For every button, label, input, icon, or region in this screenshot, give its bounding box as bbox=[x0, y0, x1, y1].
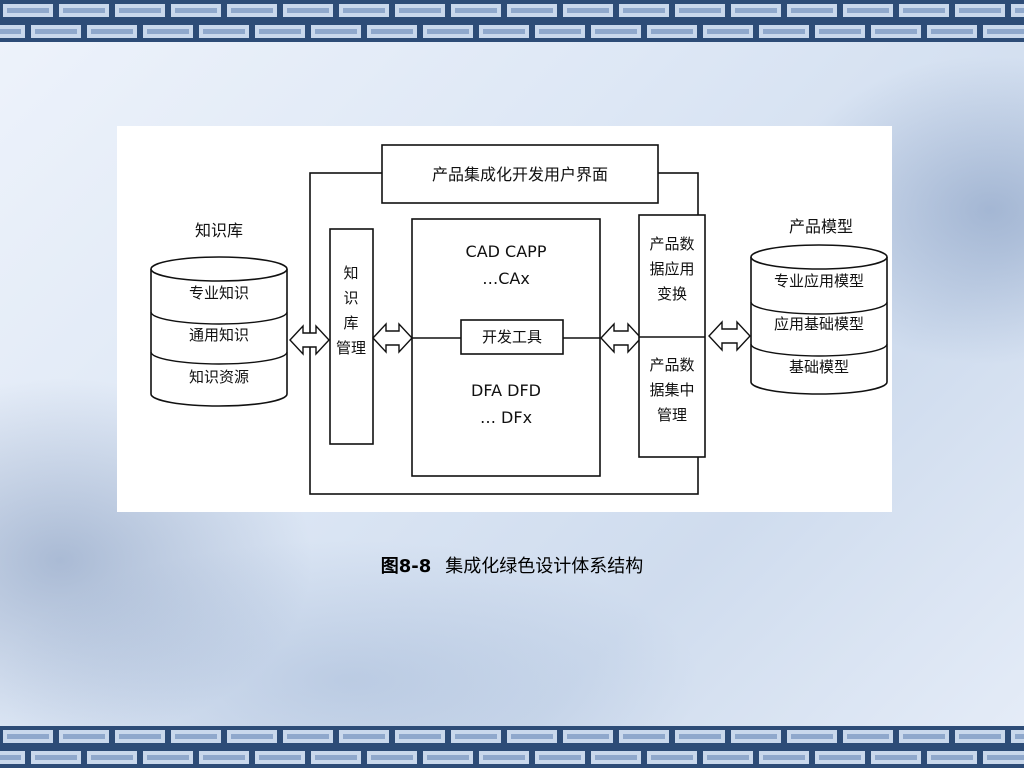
center-bottom-line-2: … DFx bbox=[480, 408, 532, 427]
user-interface-box bbox=[381, 144, 659, 204]
pm-layer-base: 基础模型 bbox=[789, 358, 849, 376]
knowledge-base-cylinder bbox=[150, 256, 288, 407]
kb-management-char-2: 识 bbox=[343, 289, 358, 307]
data-management-line-1: 产品数 bbox=[649, 356, 694, 374]
figure-number: 图8-8 bbox=[380, 556, 432, 577]
kb-management-char-1: 知 bbox=[343, 264, 358, 282]
figure-caption: 图8-8 集成化绿色设计体系结构 bbox=[0, 552, 1024, 578]
arrow-data-to-product-model bbox=[708, 320, 751, 352]
center-bottom-line-1: DFA DFD bbox=[471, 381, 541, 400]
kb-management-char-3: 库 bbox=[343, 314, 358, 332]
arrow-kb-to-management bbox=[289, 324, 330, 356]
kb-management-box bbox=[329, 228, 374, 445]
kb-layer-resources: 知识资源 bbox=[189, 368, 249, 386]
center-top-line-2: …CAx bbox=[482, 269, 530, 288]
figure-panel: 产品集成化开发用户界面 知识库 专业知识 通用知识 知识资源 知 识 库 管理 … bbox=[117, 126, 892, 512]
pm-layer-professional: 专业应用模型 bbox=[774, 272, 864, 290]
kb-layer-general: 通用知识 bbox=[189, 326, 249, 344]
knowledge-base-title: 知识库 bbox=[195, 221, 243, 240]
top-decorative-band bbox=[0, 0, 1024, 42]
kb-layer-professional: 专业知识 bbox=[189, 284, 249, 302]
center-top-line-1: CAD CAPP bbox=[466, 242, 547, 261]
arrow-center-to-data bbox=[600, 322, 642, 354]
user-interface-label: 产品集成化开发用户界面 bbox=[432, 165, 608, 184]
data-conversion-line-2: 据应用 bbox=[649, 260, 694, 278]
dev-tool-box bbox=[460, 319, 564, 355]
arrow-management-to-center bbox=[372, 322, 413, 354]
pm-layer-application-base: 应用基础模型 bbox=[774, 315, 864, 333]
data-conversion-line-1: 产品数 bbox=[649, 235, 694, 253]
product-model-title: 产品模型 bbox=[789, 217, 853, 236]
kb-management-char-4: 管理 bbox=[336, 339, 366, 357]
figure-caption-text: 集成化绿色设计体系结构 bbox=[445, 556, 644, 577]
architecture-diagram: 产品集成化开发用户界面 知识库 专业知识 通用知识 知识资源 知 识 库 管理 … bbox=[150, 144, 888, 495]
bottom-decorative-band bbox=[0, 726, 1024, 768]
dev-tool-label: 开发工具 bbox=[482, 328, 542, 346]
data-conversion-line-3: 变换 bbox=[657, 285, 687, 303]
data-management-line-3: 管理 bbox=[657, 406, 687, 424]
data-management-line-2: 据集中 bbox=[649, 381, 694, 399]
product-model-cylinder bbox=[750, 244, 888, 395]
data-column-box bbox=[638, 214, 706, 458]
